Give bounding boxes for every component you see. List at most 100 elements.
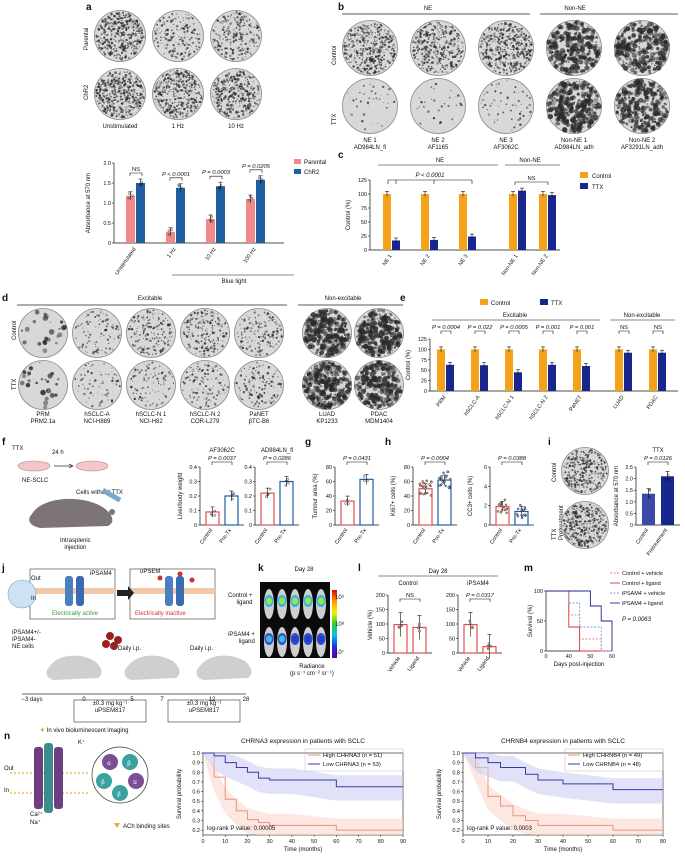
a-bar-3-1 (256, 179, 265, 243)
k-title: Day 28 (294, 567, 314, 573)
b-dish-0-0 (342, 20, 398, 76)
e-xticklabel-3: hSCLC-N 2 (529, 395, 550, 421)
km2-yticklabel-6: 0.8 (452, 770, 460, 776)
km2-xticklabel-5: 50 (585, 839, 591, 845)
b-dish-1-3-colonies (546, 80, 602, 133)
m-xlabel: Days post-injection (554, 662, 605, 668)
km2-yticklabel-5: 0.7 (452, 780, 460, 786)
b-dish-0-1 (410, 20, 466, 76)
h2-dot-0-2 (504, 503, 508, 507)
b-dish-1-0 (342, 78, 398, 134)
d-dish-0-1-colonies (74, 310, 121, 355)
panel-label-c: c (338, 150, 344, 161)
km1-xticklabel-1: 10 (222, 839, 228, 845)
c-xticklabel-2: NE 3 (458, 254, 470, 267)
e-yticklabel-2: 50 (421, 368, 427, 374)
i-yticklabel-0: 0 (630, 523, 633, 529)
km2-yticklabel-2: 0.4 (452, 809, 460, 815)
n-subunit-b1 (122, 754, 138, 770)
k-radiance-label: Radiance (p s⁻¹ cm⁻² sr⁻¹) (290, 664, 334, 677)
d-dish-0-3 (180, 308, 230, 358)
d-dish-1-2-colonies (130, 361, 175, 408)
l1-dot-1-3 (418, 629, 421, 633)
f-ttx-label: TTX (12, 446, 24, 452)
km1-yticklabel-0: 0.2 (192, 828, 200, 834)
h1-stat-label: P = 0.0004 (421, 456, 449, 462)
k-scale-2: 10⁸ (335, 622, 345, 628)
c-bar-1-0 (421, 194, 429, 250)
e-bar-1-0 (471, 349, 479, 391)
a-dish-1-2-colonies (211, 70, 260, 119)
h2-dot-1-15 (523, 513, 526, 516)
d-dish-0-0-colonies (21, 309, 67, 354)
km2-legend-box (564, 748, 664, 772)
f2-stat-line (266, 461, 288, 465)
h1-dot-1-8 (442, 471, 445, 474)
k-signal-core-0-2 (292, 597, 298, 605)
e-stat-4-label: P = 0.001 (570, 325, 595, 331)
km2-yticklabel-1: 0.3 (452, 819, 460, 825)
km1-legend-text-0: High CHRNA3 (n = 51) (323, 753, 382, 759)
h2-dot-0-12 (499, 501, 502, 505)
h2-stat-line (501, 461, 523, 465)
a-dot-1-0-1 (167, 229, 171, 232)
l2-yticklabel-2: 100 (446, 622, 455, 628)
m-yticklabel-0: 0 (540, 649, 543, 655)
e-legend-text-0: Control (491, 301, 510, 307)
d-dish-0-4 (234, 308, 284, 358)
m-legend-text-2: iPSAM4 + vehicle (622, 591, 665, 597)
a-bar-2-0 (206, 219, 215, 243)
b-dish-1-0-colonies (347, 83, 396, 131)
m-legend-text-0: Control + vehicle (622, 571, 663, 577)
c-legend-text-1: TTX (592, 185, 603, 191)
b-dish-0-2-colonies (479, 21, 533, 75)
e-group-0: Excitable (503, 313, 528, 319)
chart-km2: CHRNB4 expression in patients with SCLC0… (437, 738, 666, 853)
a-dot-3-0-1 (247, 198, 250, 202)
n-subunit-label-1: β (127, 761, 131, 767)
d-dish-1-0-colonies (19, 361, 60, 410)
a-col-label-2: 10 Hz (228, 124, 244, 130)
d-dish-1-5-colonies (302, 360, 352, 410)
e-yticklabel-3: 75 (421, 358, 427, 364)
d-dish-0-3-plate (180, 308, 230, 358)
panel-label-n: n (4, 731, 11, 742)
a-dot-3-0-2 (249, 195, 252, 198)
e-bar-4-0 (573, 349, 581, 391)
h1-dot-0-21 (424, 487, 427, 490)
panel-label-j: j (2, 563, 5, 574)
c-legend-swatch-1 (580, 183, 588, 189)
h1-dot-1-0 (444, 476, 447, 479)
h2-dot-0-7 (499, 511, 503, 514)
h2-xticklabel-1: Pre-Tx (509, 528, 524, 545)
k-signal-core-0-1 (279, 597, 285, 605)
h1-dot-1-19 (446, 470, 449, 474)
km1-legend-box (304, 748, 404, 772)
j-day-3: 7 (160, 697, 164, 703)
km1-legend-text-1: Low CHRNA3 (n = 53) (323, 762, 381, 768)
panel-label-l: l (358, 563, 361, 574)
e-stat-5-label: NS (620, 325, 628, 331)
j-upsem-label: uPSEM (140, 569, 161, 575)
e-stat-0-label: P = 0.0004 (432, 325, 460, 331)
d-dish-1-2-plate (126, 360, 176, 410)
a-dish-0-2-colonies (212, 11, 261, 61)
a-legend-swatch-0 (294, 159, 301, 164)
h1-dot-0-14 (421, 480, 424, 483)
d-dish-1-4 (234, 360, 284, 410)
j-active-label: Electrically active (52, 611, 99, 617)
b-dish-1-1-plate (410, 78, 466, 134)
h1-dot-0-16 (429, 484, 432, 488)
j-ip-label-2: Daily i.p. (190, 646, 214, 652)
km1-yticklabel-7: 0.9 (192, 761, 200, 767)
panel-label-b: b (338, 2, 345, 13)
h1-dot-1-21 (445, 474, 448, 478)
d-dish-0-3-colonies (182, 309, 228, 358)
g-stat-label: P = 0.0431 (343, 456, 371, 462)
f1-dot-0-3 (213, 509, 217, 513)
e-bar-5-0 (615, 349, 623, 391)
b-dish-1-2-plate (478, 78, 534, 134)
l2-stat-label: P = 0.0317 (466, 593, 495, 599)
e-xticklabel-1: hSCLC-A (463, 394, 481, 417)
f-schematic (17, 460, 122, 528)
